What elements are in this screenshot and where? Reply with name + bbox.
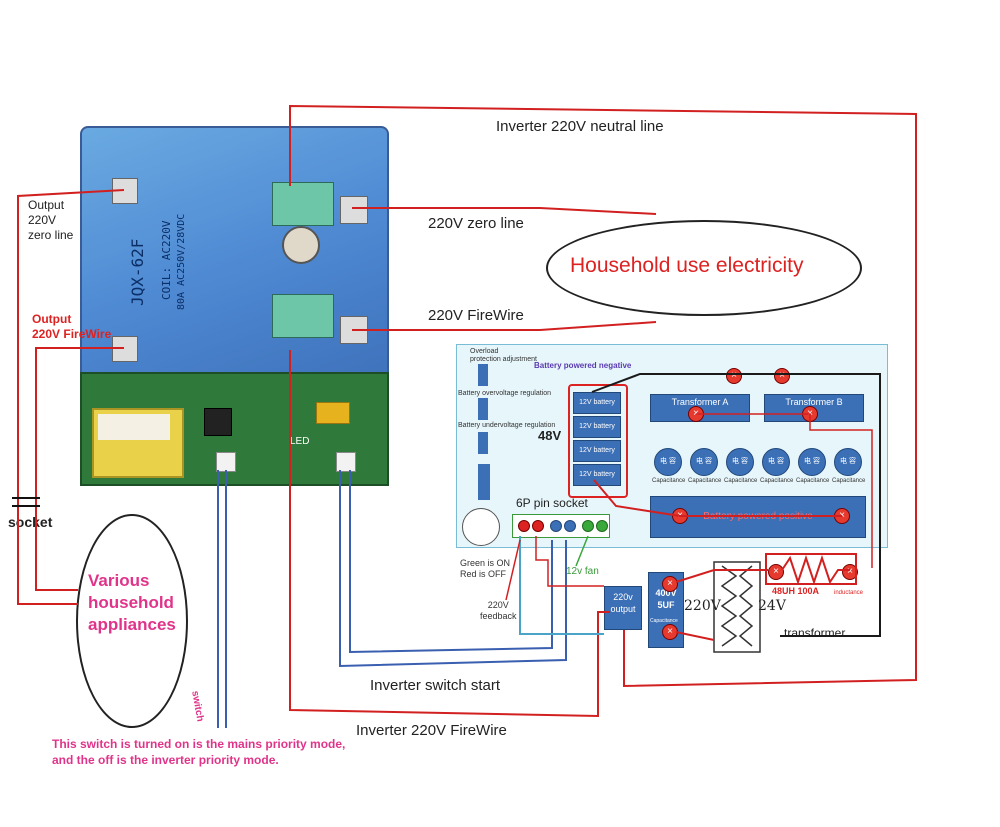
battery-1: 12V battery — [573, 392, 621, 414]
capacitor-3: 电 容 — [726, 448, 754, 476]
indicator-strip — [478, 464, 490, 500]
capacitor-label-3: Capacitance — [724, 478, 758, 484]
cap-bottom-bulb: × — [662, 624, 678, 640]
pin-3 — [550, 520, 562, 532]
overvoltage-pot — [478, 398, 488, 420]
battery-4: 12V battery — [573, 464, 621, 486]
overload-label: Overload protection adjustment — [470, 348, 537, 363]
feedback-label: 220V feedback — [480, 600, 517, 621]
relay-screw-out-fire — [112, 336, 138, 362]
status-led-indicator — [462, 508, 500, 546]
firewire-label: 220V FireWire — [428, 307, 524, 324]
relay-screw-zero — [340, 196, 368, 224]
v24-label: 24V — [758, 598, 786, 614]
output-fire-label: Output 220V FireWire — [32, 312, 112, 341]
transformer-a-bulb: × — [688, 406, 704, 422]
switch-start-label: Inverter switch start — [370, 677, 501, 694]
fan-label: 12v fan — [566, 566, 599, 577]
capacitor-400v-sub: Capacitance — [650, 618, 678, 624]
overload-pot — [478, 364, 488, 386]
zero-line-label: 220V zero line — [428, 215, 524, 232]
switch-label: switch — [189, 690, 206, 723]
relay-coil: COIL: AC220V — [160, 220, 173, 300]
relay-terminal-top — [272, 182, 334, 226]
capacitor-2: 电 容 — [690, 448, 718, 476]
pin-2 — [532, 520, 544, 532]
capacitor-label-5: Capacitance — [796, 478, 830, 484]
output-220v-module: 220v output — [604, 586, 642, 630]
positive-bulb-1: × — [672, 508, 688, 524]
negative-bulb-2: × — [774, 368, 790, 384]
capacitor-label-2: Capacitance — [688, 478, 722, 484]
battery-3: 12V battery — [573, 440, 621, 462]
undervoltage-pot — [478, 432, 488, 454]
inductor-left-bulb: × — [768, 564, 784, 580]
overvoltage-label: Battery overvoltage regulation — [458, 390, 551, 397]
appliances-ellipse — [76, 514, 188, 728]
capacitor-5: 电 容 — [798, 448, 826, 476]
relay-center-screw — [282, 226, 320, 264]
pin-5 — [582, 520, 594, 532]
volt-48-label: 48V — [538, 428, 562, 443]
pcb-chip — [204, 408, 232, 436]
neutral-line-label: Inverter 220V neutral line — [496, 118, 664, 135]
green-red-label: Green is ON Red is OFF — [460, 558, 511, 579]
inductance-label: inductance — [834, 590, 864, 596]
inductance-value: 48UH 100A — [772, 586, 820, 596]
v220-label: 220V — [684, 598, 721, 614]
relay-model: JQX-62F — [128, 238, 147, 306]
cap-top-bulb: × — [662, 576, 678, 592]
relay-screw-out-zero — [112, 178, 138, 204]
capacitor-1: 电 容 — [654, 448, 682, 476]
firewire-bottom-label: Inverter 220V FireWire — [356, 722, 507, 739]
positive-bulb-2: × — [834, 508, 850, 524]
transformer-label: transformer — [784, 626, 846, 640]
pin-6 — [596, 520, 608, 532]
capacitor-label-4: Capacitance — [760, 478, 794, 484]
capacitor-label-6: Capacitance — [832, 478, 866, 484]
capacitor-label-1: Capacitance — [652, 478, 686, 484]
household-electricity-label: Household use electricity — [570, 254, 804, 277]
pcb-switch-connector — [216, 452, 236, 472]
capacitor-4: 电 容 — [762, 448, 790, 476]
socket-label: socket — [8, 514, 53, 530]
pcb-start-connector — [336, 452, 356, 472]
pcb-relay — [316, 402, 350, 424]
led-label: LED — [290, 436, 310, 447]
relay-screw-fire — [340, 316, 368, 344]
negative-bulb-1: × — [726, 368, 742, 384]
battery-positive-label: Battery powered positive — [703, 511, 813, 522]
pin-1 — [518, 520, 530, 532]
appliances-label: Various household appliances — [88, 571, 176, 634]
output-zero-label: Output 220V zero line — [28, 198, 74, 242]
six-pin-label: 6P pin socket — [516, 496, 588, 510]
transformer-b-bulb: × — [802, 406, 818, 422]
capacitor-6: 电 容 — [834, 448, 862, 476]
output-220v-label: 220v output — [610, 592, 636, 614]
mode-note: This switch is turned on is the mains pr… — [52, 737, 346, 767]
battery-negative-label: Battery powered negative — [534, 361, 632, 370]
pcb-transformer-label — [98, 414, 170, 440]
relay-terminal-bottom — [272, 294, 334, 338]
pin-4 — [564, 520, 576, 532]
inductor-right-bulb: × — [842, 564, 858, 580]
battery-2: 12V battery — [573, 416, 621, 438]
relay-rating: 80A AC250V/28VDC — [176, 213, 187, 310]
